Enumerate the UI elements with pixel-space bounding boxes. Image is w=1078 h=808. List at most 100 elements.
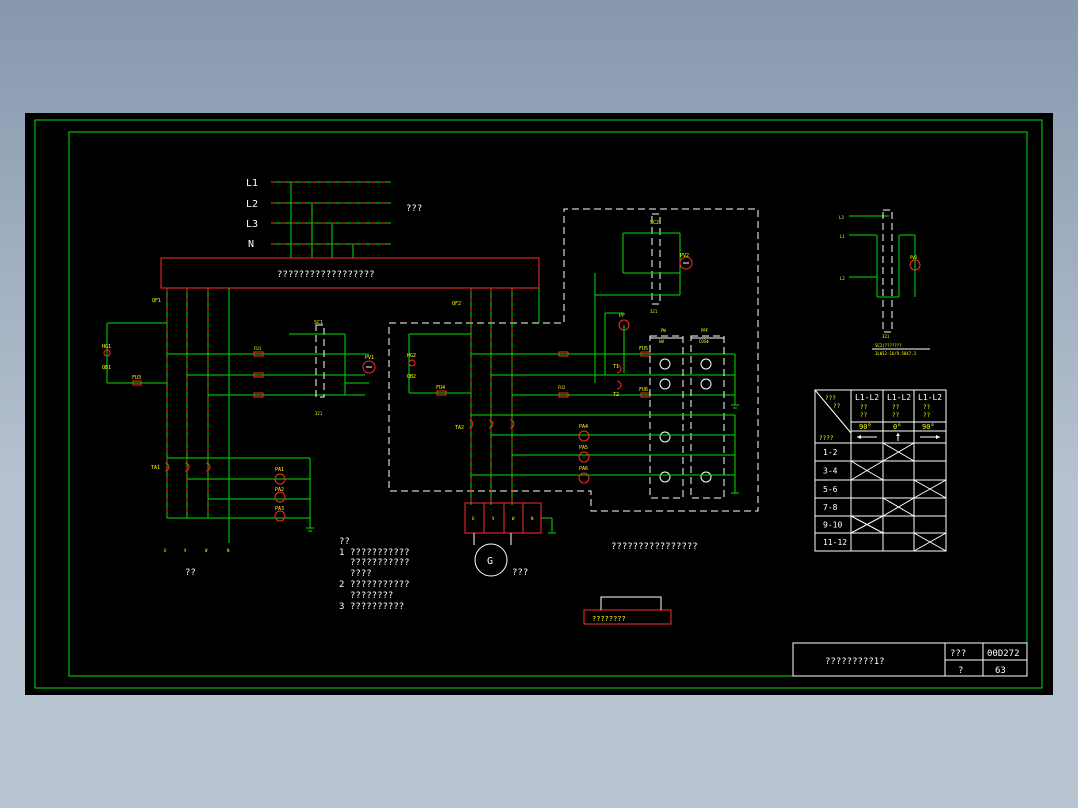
table-header-3: L1-L2 bbox=[918, 393, 942, 402]
table-sub-3a: ?? bbox=[923, 404, 931, 411]
title-block-value-2: 63 bbox=[995, 666, 1006, 676]
table-row-head: ???? bbox=[819, 435, 834, 442]
switch-line-l1: L1 bbox=[840, 234, 845, 239]
table-angle-2: 0° bbox=[893, 423, 901, 431]
notes-title: ?? bbox=[339, 537, 350, 547]
table-row-label: 5-6 bbox=[823, 485, 838, 494]
bus-label-l2: L2 bbox=[246, 199, 258, 210]
hg1-label: HG1 bbox=[102, 344, 111, 350]
table-corner-top: ??? bbox=[825, 395, 836, 402]
fu3-label: FU3 bbox=[132, 375, 141, 381]
table-row-label: 9-10 bbox=[823, 521, 842, 530]
pa1-label: PA1 bbox=[275, 467, 284, 473]
qf1-label: QF1 bbox=[152, 298, 161, 304]
pa4-label: PA4 bbox=[579, 424, 588, 430]
small-box-label: ???????? bbox=[592, 615, 626, 623]
ta2-label: TA2 bbox=[455, 425, 464, 431]
table-header-1: L1-L2 bbox=[855, 393, 879, 402]
pa5-label: PA5 bbox=[579, 445, 588, 451]
main-switchgear-box bbox=[160, 257, 540, 289]
ppf-label: PPF bbox=[701, 328, 709, 333]
small-component: ???????? bbox=[583, 596, 672, 625]
pa6-label: PA6 bbox=[579, 466, 588, 472]
title-block: ?????????1? ??? 00D272 ? 63 bbox=[792, 642, 1028, 677]
ta1-label: TA1 bbox=[151, 465, 160, 471]
table-x-mark bbox=[850, 515, 884, 534]
left-caption: ?? bbox=[185, 568, 196, 578]
table-sub-2a: ?? bbox=[892, 404, 900, 411]
note-1-line-1: ??????????? bbox=[350, 548, 410, 558]
right-caption: ???????????????? bbox=[611, 542, 698, 552]
out-w: W bbox=[205, 548, 208, 553]
switch-line-l3: L3 bbox=[839, 215, 844, 220]
schematic-svg: .g { stroke: #00e000; stroke-width: 1; f… bbox=[34, 119, 1043, 689]
pf-label: PF bbox=[619, 313, 625, 319]
note-1-num: 1 bbox=[339, 548, 344, 558]
out-v: V bbox=[184, 548, 187, 553]
note-2-line-2: ???????? bbox=[350, 591, 393, 601]
switch-caption-1: SC2(??????? bbox=[875, 343, 902, 348]
pa3-label: PA3 bbox=[275, 506, 284, 512]
bus-label-l1: L1 bbox=[246, 178, 258, 189]
table-x-mark bbox=[882, 442, 915, 462]
hg2-label: HG2 bbox=[407, 353, 416, 359]
pv1-label: PV1 bbox=[365, 355, 374, 361]
table-sub-1b: ?? bbox=[860, 412, 868, 419]
note-2-num: 2 bbox=[339, 580, 344, 590]
table-sub-1a: ?? bbox=[860, 404, 868, 411]
sc2-code: 321 bbox=[650, 309, 658, 314]
left-circuit: QF1 HG1 QB1 FU3 FU1 SC1 321 PV1 TA1 bbox=[102, 288, 376, 578]
table-x-mark bbox=[913, 479, 947, 499]
fu6-label: FU6 bbox=[639, 387, 648, 393]
table-angle-1: 90° bbox=[859, 423, 872, 431]
outer-frame bbox=[34, 119, 1043, 689]
qb1-label: QB1 bbox=[102, 365, 111, 371]
generator: U V W N G ??? bbox=[464, 502, 556, 578]
ppf-meter-box bbox=[690, 335, 725, 499]
bus-note: ??? bbox=[406, 204, 422, 214]
pw-sub: kW bbox=[659, 339, 664, 344]
gen-terminal-v: V bbox=[492, 516, 495, 521]
table-sub-3b: ?? bbox=[923, 412, 931, 419]
switch-caption-2: 3LW12-16/9.5847.3 bbox=[875, 351, 917, 356]
table-angle-3: 90° bbox=[922, 423, 935, 431]
qb2-label: QB2 bbox=[407, 374, 416, 380]
right-circuit: QF2 HG2 QB2 FU4 FU2 SC2 321 PV2 PF bbox=[407, 213, 739, 505]
notes: ?? 1 ??????????? ??????????? ???? 2 ????… bbox=[339, 537, 410, 612]
generator-symbol bbox=[474, 543, 508, 577]
title-block-label-2: ? bbox=[958, 666, 963, 676]
note-1-line-2: ??????????? bbox=[350, 558, 410, 568]
switch-table[interactable]: ??? ?? ???? L1-L2 L1-L2 L1-L2 ?? ?? ?? ?… bbox=[814, 389, 947, 552]
pa2-label: PA2 bbox=[275, 487, 284, 493]
sc2-label: SC2 bbox=[650, 220, 659, 226]
right-enclosure bbox=[388, 208, 759, 512]
qf2-label: QF2 bbox=[452, 301, 461, 307]
title-block-value-1: 00D272 bbox=[987, 649, 1020, 659]
sc1-code: 321 bbox=[315, 411, 323, 416]
fu4-label: FU4 bbox=[436, 385, 445, 391]
table-sub-2b: ?? bbox=[892, 412, 900, 419]
table-x-mark bbox=[850, 460, 884, 481]
pw-label: PW bbox=[661, 328, 666, 333]
inner-frame bbox=[68, 131, 1028, 677]
switch-code: 321 bbox=[882, 334, 890, 339]
generator-letter: G bbox=[487, 556, 493, 567]
main-box-label: ?????????????????? bbox=[277, 270, 375, 280]
fu5-label: FU5 bbox=[639, 346, 648, 352]
table-row-label: 1-2 bbox=[823, 448, 838, 457]
pv2-label: PV2 bbox=[680, 253, 689, 259]
title-block-label-1: ??? bbox=[950, 649, 966, 659]
pw-meter-box bbox=[649, 335, 684, 499]
drawing-sheet: .g { stroke: #00e000; stroke-width: 1; f… bbox=[25, 113, 1053, 695]
table-row-label: 7-8 bbox=[823, 503, 838, 512]
note-3-line-1: ?????????? bbox=[350, 602, 404, 612]
t1-label: T1 bbox=[613, 364, 619, 370]
title-block-name: ?????????1? bbox=[825, 657, 885, 667]
note-1-line-3: ???? bbox=[350, 569, 372, 579]
out-n: N bbox=[227, 548, 230, 553]
generator-caption: ??? bbox=[512, 568, 528, 578]
svg-text:FU1: FU1 bbox=[254, 346, 262, 351]
table-header-2: L1-L2 bbox=[887, 393, 911, 402]
out-u: U bbox=[164, 548, 167, 553]
